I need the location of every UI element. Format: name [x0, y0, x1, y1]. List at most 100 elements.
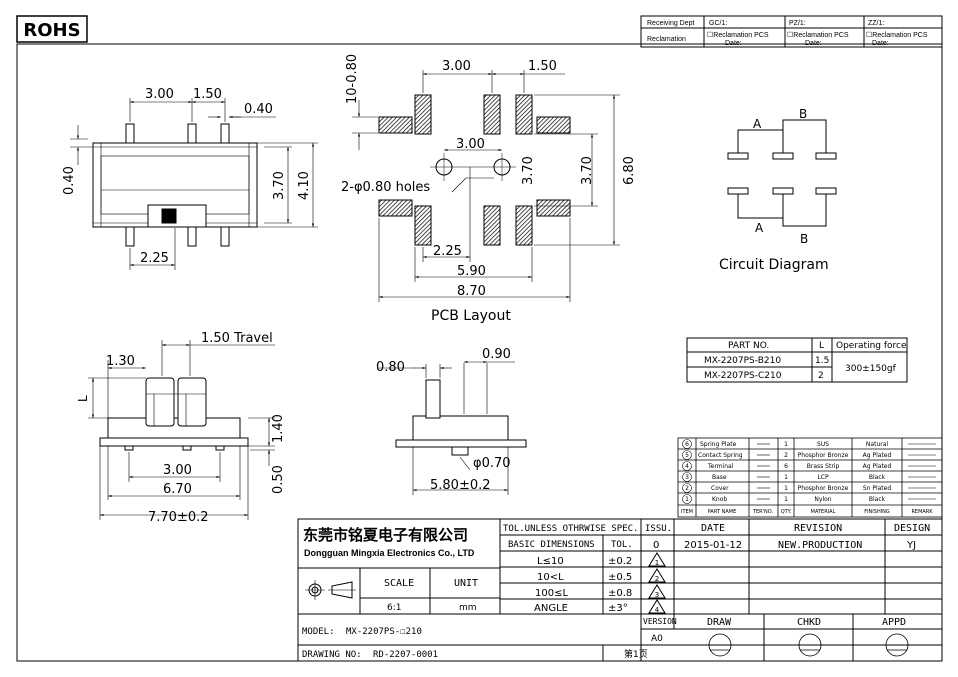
pcb-dim-10-0-80: 10-0.80 [345, 54, 360, 104]
part-table [686, 337, 908, 383]
circuit-label-b-top: B [799, 107, 807, 121]
triangle-mark: 1 [655, 559, 659, 567]
bom-qty: 1 [784, 496, 788, 503]
dim-4-10: 4.10 [297, 171, 312, 200]
date-value: 2015-01-12 [684, 540, 742, 551]
unit-label: UNIT [454, 578, 478, 589]
force-header: Operating force [836, 341, 907, 351]
zz-label: ZZ/1: [868, 20, 884, 27]
scale-label: SCALE [384, 578, 414, 589]
tol-range: 10<L [537, 572, 564, 583]
drawing-no-value: RD-2207-0001 [373, 650, 438, 660]
tol-range: L≤10 [537, 556, 564, 567]
dim-top-1-50: 1.50 [193, 87, 222, 102]
bom-row: 4 Terminal 6 Brass Strip Ag Plated [682, 461, 936, 471]
dim-left-0-40: 0.40 [62, 166, 77, 195]
circuit-label-a-bottom: A [755, 221, 764, 235]
l-b210: 1.5 [815, 356, 829, 366]
pcb-dimensions [352, 70, 620, 302]
bom-item-no: 5 [685, 452, 689, 459]
pcb-dim-2-25: 2.25 [433, 244, 462, 259]
bom-part-name: Knob [712, 496, 727, 503]
triangle-mark: 4 [655, 606, 660, 614]
dim-3-70: 3.70 [272, 171, 287, 200]
dim-top-3-00: 3.00 [145, 87, 174, 102]
bom-item-no: 6 [685, 441, 689, 448]
bom-material: Brass Strip [807, 463, 840, 470]
issu-value: 0 [653, 540, 659, 551]
tol-value: ±0.5 [608, 572, 632, 583]
receiving-dept-label: Receiving Dept [647, 20, 695, 27]
bom-header-remark: REMARK [911, 509, 933, 515]
dim-l: L [76, 395, 90, 402]
bom-part-name: Contact Spring [698, 452, 743, 459]
reclamation-label: Reclamation [647, 36, 686, 43]
bom-row: 5 Contact Spring 2 Phosphor Bronze Ag Pl… [682, 450, 936, 460]
triangle-mark: 3 [655, 591, 659, 599]
dim-phi-0-70: φ0.70 [473, 456, 511, 471]
recl-pcs-1: ☐Reclamation PCS [707, 31, 769, 39]
part-no-header: PART NO. [728, 341, 769, 351]
dim-side-3-00: 3.00 [163, 463, 192, 478]
receiving-table: Receiving Dept GC/1: PZ/1: ZZ/1: Reclama… [640, 15, 943, 48]
title-block-grid [297, 518, 943, 662]
pcb-holes-label: 2-φ0.80 holes [341, 180, 430, 195]
top-view [70, 98, 318, 270]
approval-stamp-icon [885, 633, 909, 657]
bom-row: 1 Knob 1 Nylon Black [682, 494, 936, 504]
dim-7-70: 7.70±0.2 [148, 510, 209, 525]
bom-qty: 1 [784, 441, 788, 448]
bom-header-qty: QTY. [781, 509, 792, 515]
circuit-diagram-title: Circuit Diagram [719, 257, 829, 273]
pcb-dim-3-00: 3.00 [442, 59, 471, 74]
circuit-diagram [727, 119, 837, 227]
bom-material: SUS [817, 441, 829, 448]
unit-value: mm [459, 603, 477, 613]
bom-material: Nylon [814, 496, 831, 503]
dim-6-70: 6.70 [163, 482, 192, 497]
date-2: Date: [805, 40, 822, 47]
bom-finish: Black [869, 474, 886, 481]
date-1: Date: [725, 40, 742, 47]
bom-material: Phosphor Bronze [798, 452, 849, 459]
bom-rows: 6 Spring Plate 1 SUS Natural 5 Contact S… [681, 439, 936, 515]
bom-header-row: ITEM PART NAME TER'NO. QTY. MATERIAL FIN… [681, 509, 933, 515]
operating-force-value: 300±150gf [845, 364, 897, 374]
recl-pcs-2: ☐Reclamation PCS [787, 31, 849, 39]
dim-1-30: 1.30 [106, 354, 135, 369]
pcb-dim-3-70-inner: 3.70 [521, 156, 536, 185]
issu-header: ISSU. [645, 524, 672, 534]
bom-row: 2 Cover 1 Phosphor Bronze Sn Plated [682, 483, 936, 493]
bom-part-name: Base [712, 474, 727, 481]
bom-header-finishing: FINISHING [864, 509, 890, 515]
bom-qty: 6 [784, 463, 788, 470]
bom-qty: 2 [784, 452, 788, 459]
bom-item-no: 2 [685, 485, 689, 492]
model-label: MODEL: [302, 627, 335, 637]
revision-value: NEW.PRODUCTION [778, 540, 862, 551]
bom-material: Phosphor Bronze [798, 485, 849, 492]
pcb-dim-5-90: 5.90 [457, 264, 486, 279]
bom-material: LCP [817, 474, 829, 481]
triangle-mark: 2 [655, 575, 659, 583]
revision-header: REVISION [794, 523, 842, 534]
pcb-layout [378, 94, 571, 246]
l-c210: 2 [818, 371, 824, 381]
recl-pcs-3: ☐Reclamation PCS [866, 31, 928, 39]
part-no-b210: MX-2207PS-B210 [704, 356, 781, 366]
bom-header-material: MATERIAL [811, 509, 836, 515]
dim-1-40: 1.40 [271, 414, 286, 443]
tol-label: TOL. [611, 540, 633, 550]
bom-qty: 1 [784, 485, 788, 492]
bom-header-part-name: PART NAME [708, 509, 737, 515]
dim-travel: 1.50 Travel [201, 331, 273, 346]
bom-finish: Sn Plated [863, 485, 892, 492]
bom-part-name: Cover [711, 485, 729, 492]
pcb-dim-holes-3-00: 3.00 [456, 137, 485, 152]
pcb-layout-title: PCB Layout [431, 308, 511, 324]
chkd-header: CHKD [797, 617, 821, 628]
gc-label: GC/1: [709, 20, 727, 27]
dim-5-80: 5.80±0.2 [430, 478, 491, 493]
appd-header: APPD [882, 617, 906, 628]
